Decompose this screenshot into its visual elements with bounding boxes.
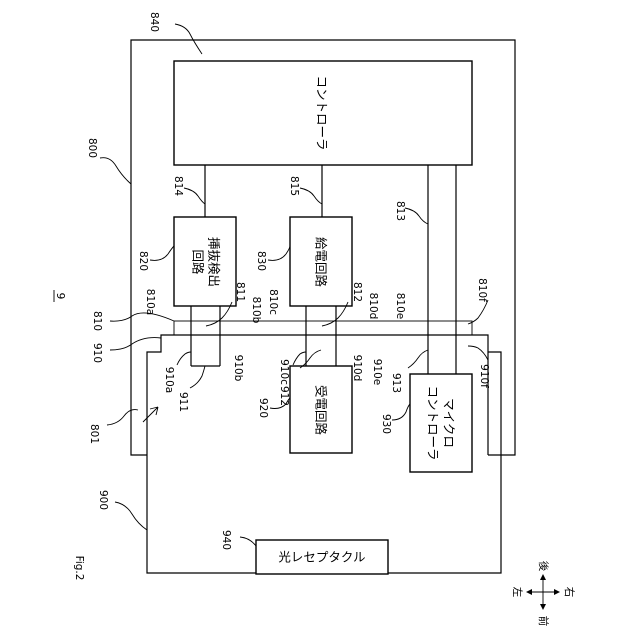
ref-910b: 910b [232, 355, 244, 382]
leader-913 [408, 350, 428, 368]
arrow-right-icon [554, 589, 560, 595]
ref-910: 910 [91, 343, 103, 363]
microcontroller-label-line2: コントローラ [426, 385, 441, 460]
ref-810a: 810a [144, 289, 156, 315]
ref-810e: 810e [394, 293, 406, 320]
leader-910c [293, 352, 306, 365]
system-label: 9 [54, 293, 66, 300]
ref-830: 830 [255, 251, 267, 271]
leader-910a [177, 352, 191, 365]
ref-940: 940 [220, 530, 232, 550]
connector-strip-810 [174, 321, 472, 335]
compass-left: 左 [511, 587, 524, 598]
ref-913: 913 [390, 373, 402, 393]
arrow-801 [143, 407, 158, 422]
ref-800: 800 [86, 138, 98, 158]
ref-801: 801 [88, 424, 100, 444]
ref-810c: 810c [267, 289, 279, 315]
figure-label: Fig.2 [73, 556, 85, 581]
leader-810f [468, 300, 488, 324]
leader-830 [268, 246, 290, 260]
receive-circuit-label: 受電回路 [314, 385, 329, 436]
leader-930 [392, 404, 410, 420]
arrow-up-icon [540, 574, 546, 580]
ref-810b: 810b [250, 297, 262, 324]
controller-label: コントローラ [315, 75, 330, 150]
leader-910 [110, 338, 161, 350]
microcontroller-label-line1: マイクロ [442, 398, 457, 448]
supply-circuit-label: 給電回路 [314, 237, 329, 288]
arrow-left-icon [526, 589, 532, 595]
leader-910f [468, 346, 488, 360]
arrow-down-icon [540, 604, 546, 610]
leader-940 [240, 537, 256, 546]
ref-811: 811 [234, 282, 246, 302]
leader-814 [184, 188, 205, 204]
ref-815: 815 [288, 176, 300, 196]
ref-910f: 910f [478, 364, 490, 388]
direction-compass: 後 前 左 右 [511, 561, 576, 627]
compass-right: 右 [563, 587, 576, 598]
leader-820 [150, 246, 174, 260]
ref-814: 814 [172, 176, 184, 196]
ref-920: 920 [257, 398, 269, 418]
ref-900: 900 [97, 490, 109, 510]
ref-840: 840 [148, 12, 160, 32]
ref-812: 812 [351, 282, 363, 302]
leader-815 [300, 188, 322, 204]
ref-910d: 910d [351, 355, 363, 382]
leader-800 [100, 158, 131, 184]
ref-810: 810 [91, 311, 103, 331]
ref-810f: 810f [476, 278, 488, 302]
detect-circuit-label-line1: 挿抜検出 [207, 237, 222, 287]
ref-820: 820 [137, 251, 149, 271]
compass-back: 後 [537, 561, 550, 572]
leader-813 [405, 208, 428, 224]
leader-911 [190, 366, 205, 388]
detect-circuit-label-line2: 回路 [191, 249, 206, 275]
ref-930: 930 [380, 414, 392, 434]
ref-912: 912 [278, 386, 290, 406]
optical-receptacle-label: 光レセプタクル [278, 550, 365, 565]
leader-900 [115, 502, 147, 530]
ref-910e: 910e [371, 359, 383, 386]
leader-810 [110, 313, 174, 321]
compass-front: 前 [537, 616, 550, 627]
ref-911: 911 [177, 392, 189, 412]
ref-810d: 810d [367, 293, 379, 320]
leader-801 [107, 410, 138, 425]
ref-910c: 910c [278, 359, 290, 385]
ref-813: 813 [394, 201, 406, 221]
leader-840 [175, 24, 202, 54]
ref-910a: 910a [163, 367, 175, 393]
